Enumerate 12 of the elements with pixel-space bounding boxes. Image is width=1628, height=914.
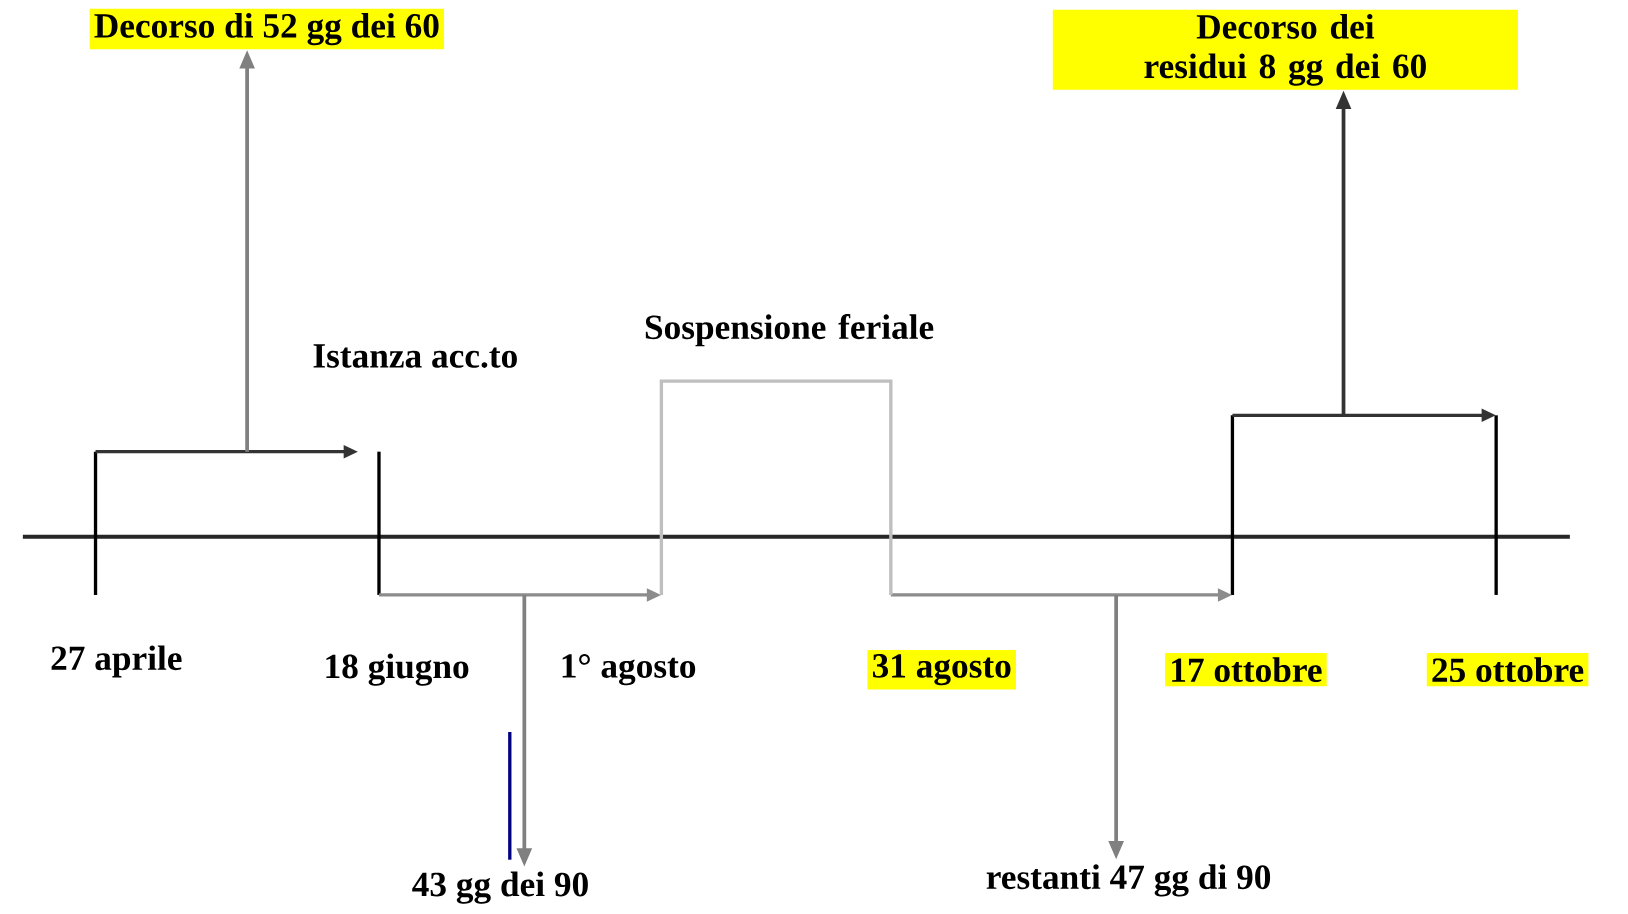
date-label: 1° agosto <box>562 654 696 686</box>
date-label: 25 ottobre <box>1426 653 1589 687</box>
period-label: 43 gg dei 90 <box>412 871 588 904</box>
period-label: Decorso dei residui 8 gg dei 60 <box>1052 10 1518 91</box>
date-label: 27 aprile <box>51 645 182 678</box>
date-label: 31 agosto <box>867 650 1016 690</box>
text-label: Sospensione feriale <box>645 314 934 347</box>
period-label: Decorso di 52 gg dei 60 <box>89 8 445 50</box>
text-label: Istanza acc.to <box>313 344 517 369</box>
date-label: 18 giugno <box>326 653 469 686</box>
period-label: restanti 47 gg di 90 <box>986 864 1271 897</box>
date-label: 17 ottobre <box>1165 653 1327 687</box>
